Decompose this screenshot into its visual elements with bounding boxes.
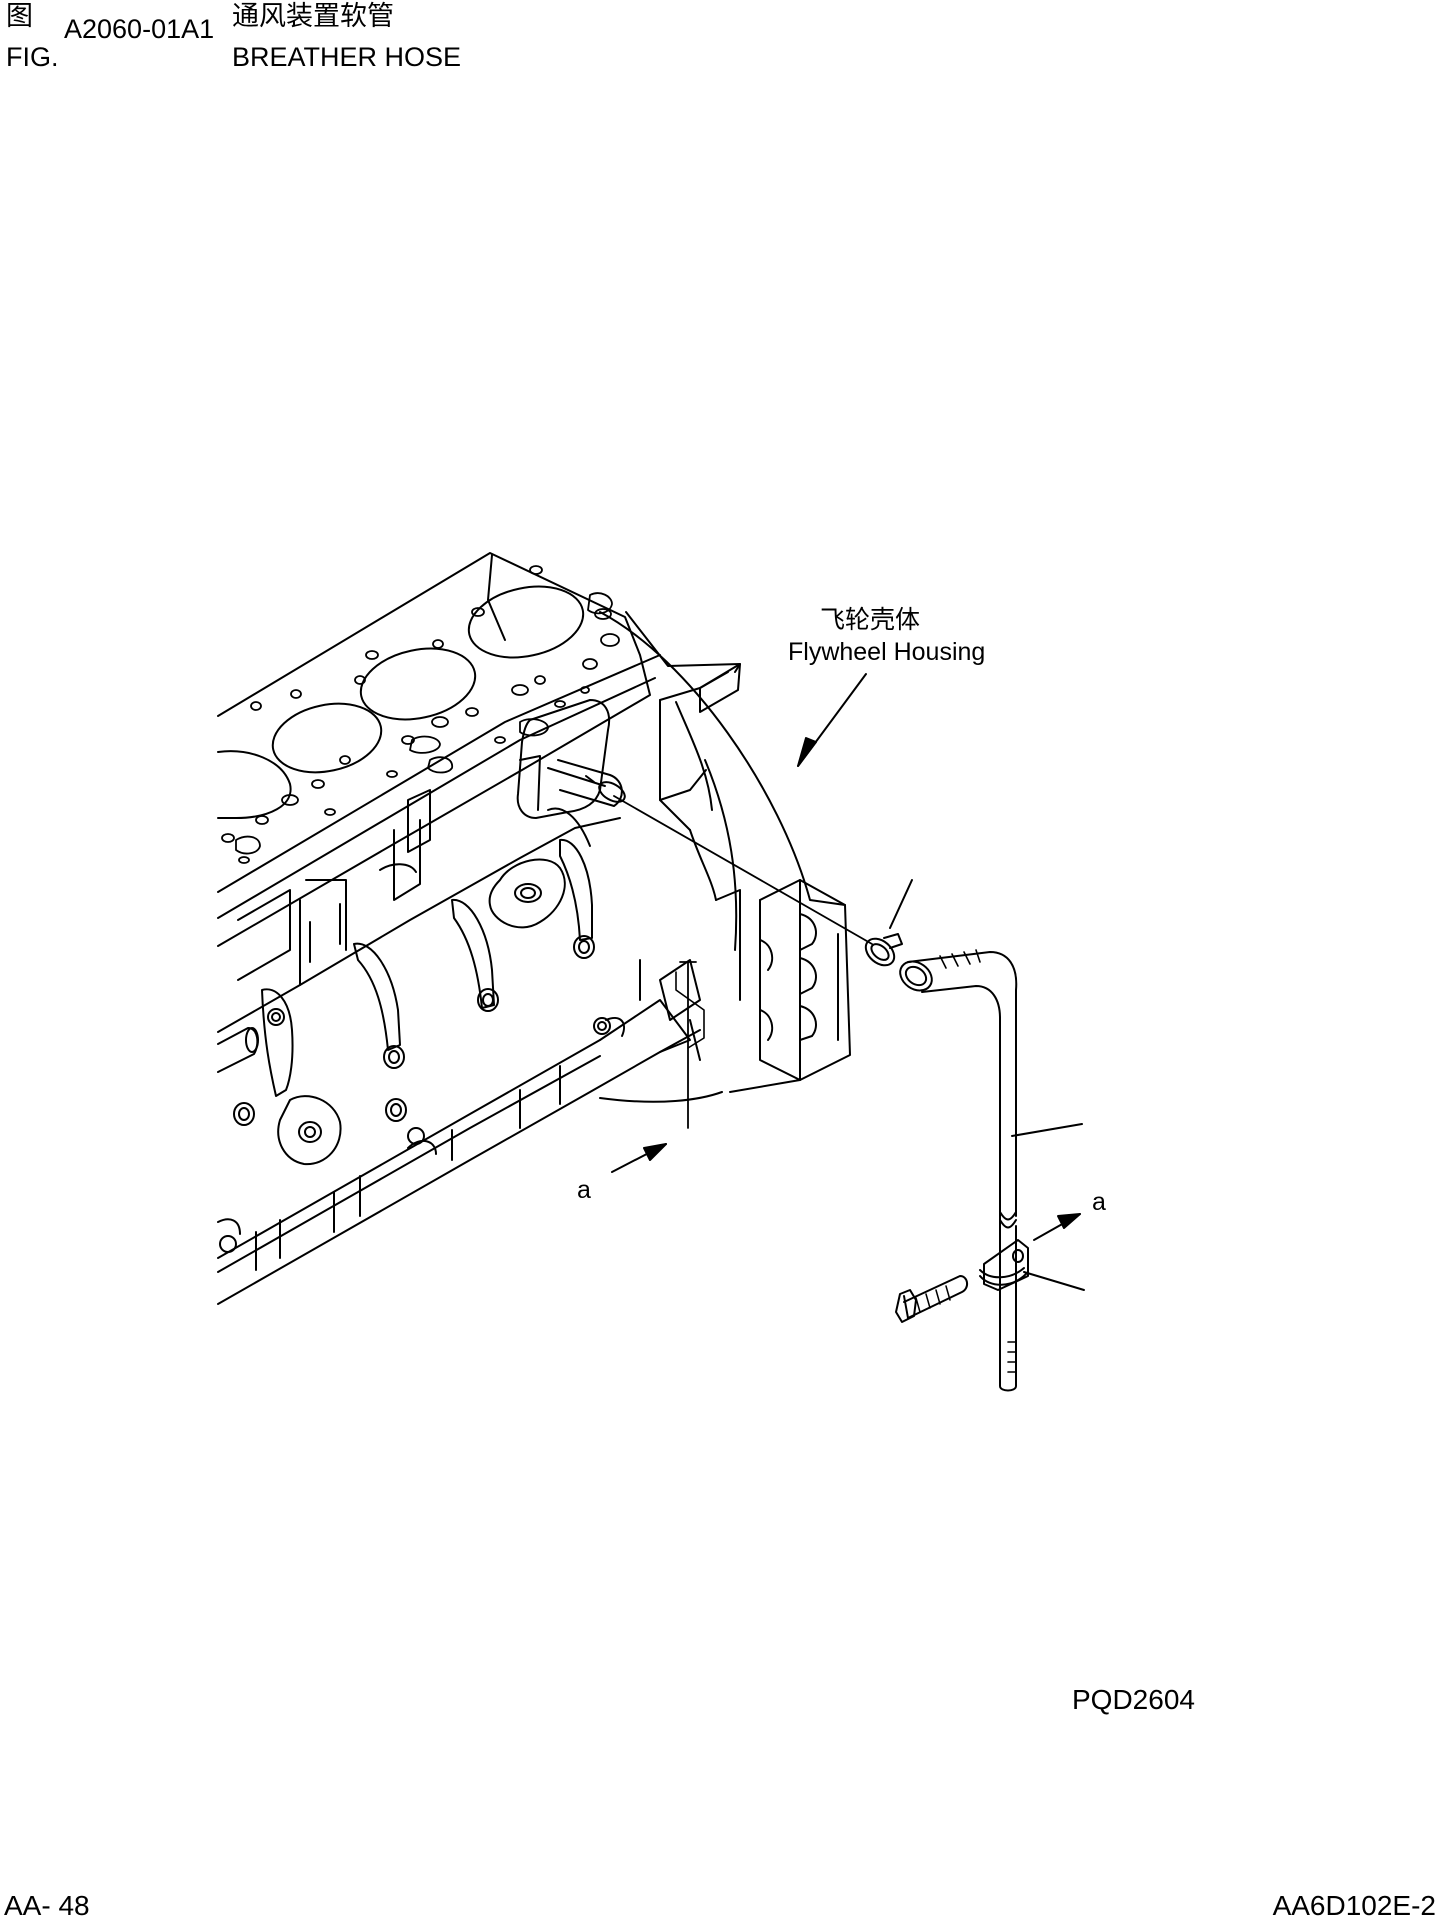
view-arrow-label-right: a: [1092, 1188, 1106, 1216]
breather-outlet: [518, 700, 628, 818]
assembly-lines: [612, 674, 1084, 1290]
page-number: AA- 48: [4, 1890, 90, 1921]
hose-clamp: [861, 933, 902, 970]
title-cn: 通风装置软管: [232, 1, 394, 31]
callout-flywheel-housing-en: Flywheel Housing: [788, 638, 986, 666]
pipe-clamp-bracket: [980, 1240, 1028, 1290]
cylinder-block-side: [218, 790, 700, 1304]
view-arrow-label-left: a: [577, 1176, 591, 1204]
flywheel-housing: [600, 612, 850, 1102]
fig-char: 图: [6, 1, 33, 31]
callout-flywheel-housing-cn: 飞轮壳体: [820, 606, 921, 634]
bolt: [896, 1276, 967, 1322]
fig-number: A2060-01A1: [64, 14, 215, 44]
title-en: BREATHER HOSE: [232, 42, 462, 72]
drawing-code: PQD2604: [1072, 1684, 1195, 1715]
breather-hose: [895, 950, 1017, 1391]
fig-label: FIG.: [6, 42, 59, 72]
cylinder-block-deck: [218, 553, 660, 946]
catalog-code: AA6D102E-2: [1272, 1890, 1436, 1921]
